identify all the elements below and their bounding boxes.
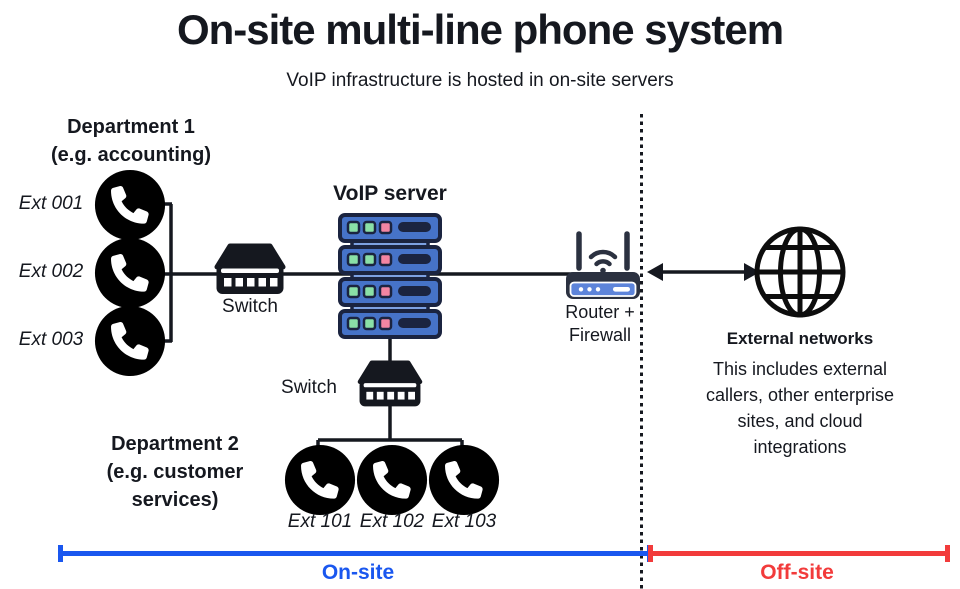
- router-label-line2: Firewall: [568, 325, 631, 345]
- voip-server-label: VoIP server: [333, 182, 447, 205]
- onsite-zone-line: [63, 551, 647, 556]
- department1-label: Department 1 (e.g. accounting): [26, 113, 236, 169]
- department1-example: (e.g. accounting): [51, 144, 211, 166]
- switch-icon: [214, 243, 286, 294]
- phone-icon: [356, 444, 428, 516]
- globe-icon: [754, 226, 846, 318]
- ext-101-label: Ext 101: [287, 511, 353, 532]
- phone-icon: [94, 169, 166, 241]
- department2-label: Department 2 (e.g. customer services): [75, 430, 275, 514]
- switch2-label: Switch: [281, 377, 337, 398]
- phone-icon: [428, 444, 500, 516]
- external-networks-description: This includes external callers, other en…: [705, 359, 895, 457]
- switch-icon: [357, 360, 423, 407]
- server-icon: [338, 213, 442, 339]
- offsite-zone-label: Off-site: [760, 561, 834, 584]
- phone-icon: [284, 444, 356, 516]
- router-icon: [566, 231, 640, 299]
- router-label-line1: Router +: [565, 302, 635, 322]
- arrowhead-left: [647, 263, 663, 281]
- switch1-label: Switch: [222, 296, 278, 317]
- router-label: Router + Firewall: [540, 301, 660, 347]
- page-subtitle: VoIP infrastructure is hosted in on-site…: [286, 70, 674, 91]
- ext-001-label: Ext 001: [18, 193, 84, 214]
- ext-102-label: Ext 102: [359, 511, 425, 532]
- offsite-zone-line: [653, 551, 945, 556]
- page-title: On-site multi-line phone system: [176, 6, 784, 53]
- department1-name: Department 1: [67, 116, 195, 138]
- ext-103-label: Ext 103: [431, 511, 497, 532]
- department2-name: Department 2: [111, 433, 239, 455]
- external-networks-title: External networks: [726, 329, 874, 348]
- phone-icon: [94, 237, 166, 309]
- phone-icon: [94, 305, 166, 377]
- department2-example: (e.g. customer services): [106, 461, 244, 511]
- onsite-zone-bracket: [58, 545, 652, 562]
- onsite-zone-label: On-site: [321, 561, 395, 584]
- ext-003-label: Ext 003: [18, 329, 84, 350]
- onsite-offsite-divider: [640, 114, 644, 589]
- ext-002-label: Ext 002: [18, 261, 84, 282]
- offsite-zone-bracket: [648, 545, 950, 562]
